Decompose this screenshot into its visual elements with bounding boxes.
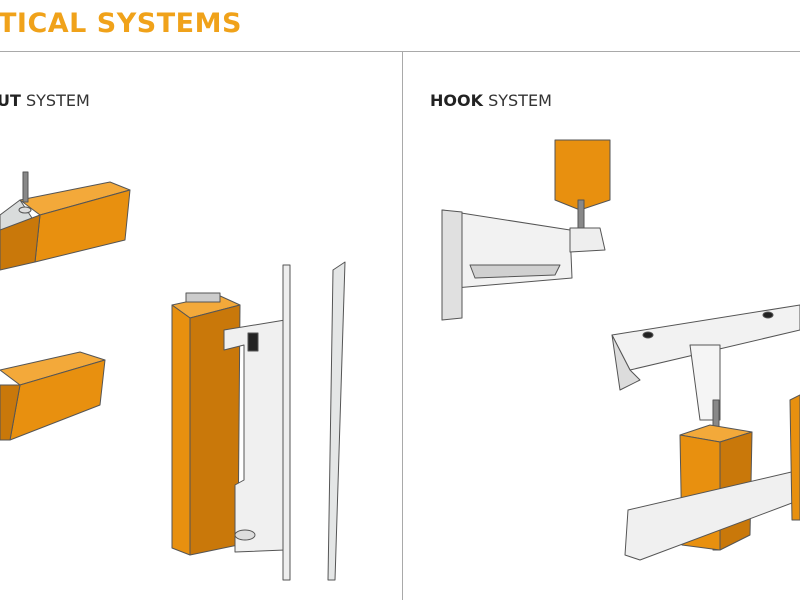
hook-rail-assembly	[611, 304, 800, 561]
panel-label-hook: HOOK SYSTEM	[430, 91, 552, 110]
wood-post-nut-system	[171, 261, 346, 581]
panel-label-left: UT SYSTEM	[0, 91, 90, 110]
label-rest: SYSTEM	[26, 91, 90, 110]
panel-divider	[402, 51, 403, 600]
hook-bracket-top	[441, 139, 611, 321]
label-rest: SYSTEM	[488, 91, 552, 110]
wood-beam-bottom-left	[0, 351, 106, 441]
header-divider	[0, 51, 800, 52]
page-title: TICAL SYSTEMS	[0, 8, 242, 39]
label-bold: HOOK	[430, 91, 483, 110]
label-bold: UT	[0, 91, 21, 110]
wood-beam-top-left	[0, 171, 131, 271]
